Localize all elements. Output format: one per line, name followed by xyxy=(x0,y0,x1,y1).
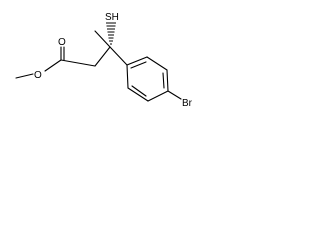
bromine-label: Br xyxy=(182,98,193,109)
carbonyl-oxygen-label: O xyxy=(58,37,66,48)
bond-o-carbonyl xyxy=(44,59,62,72)
hashed-wedge-bond xyxy=(106,22,116,45)
bond-methyl-o xyxy=(15,73,34,79)
bond-stereocenter-ring xyxy=(109,46,128,66)
benzene-ring xyxy=(126,56,169,102)
bond-ring-bromine xyxy=(167,90,182,100)
structure-diagram: O O SH Br xyxy=(15,12,193,109)
methoxy-oxygen-label: O xyxy=(34,70,42,81)
thiol-label: SH xyxy=(105,12,119,23)
bond-ch2-stereocenter xyxy=(94,46,111,67)
bond-stereocenter-methyl xyxy=(94,30,111,48)
bond-carbonyl-ch2 xyxy=(60,59,96,67)
